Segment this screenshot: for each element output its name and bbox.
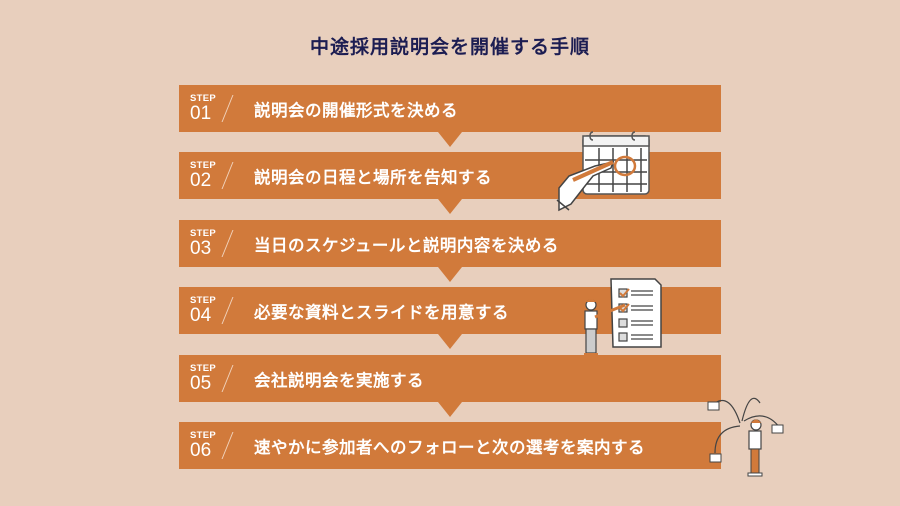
step-text: 説明会の日程と場所を告知する xyxy=(254,168,492,187)
step-label: STEP 02 xyxy=(190,160,217,191)
person-emails-icon xyxy=(707,397,784,477)
step-label: STEP 06 xyxy=(190,430,217,461)
step-label: STEP 01 xyxy=(190,93,217,124)
page-title: 中途採用説明会を開催する手順 xyxy=(309,36,590,58)
slash-divider xyxy=(221,230,234,257)
step-prefix: STEP xyxy=(190,228,217,239)
step-number: 01 xyxy=(190,103,212,124)
slash-divider xyxy=(221,297,234,324)
step-text: 会社説明会を実施する xyxy=(254,371,424,390)
step-prefix: STEP xyxy=(190,295,217,306)
step-number: 03 xyxy=(190,238,212,259)
down-arrow-icon xyxy=(438,199,462,214)
step-03: STEP 03 当日のスケジュールと説明内容を決める xyxy=(179,220,721,282)
slash-divider xyxy=(221,365,234,392)
step-text: 当日のスケジュールと説明内容を決める xyxy=(254,236,559,255)
step-number: 04 xyxy=(190,305,212,326)
down-arrow-icon xyxy=(438,334,462,349)
step-text: 必要な資料とスライドを用意する xyxy=(254,303,509,322)
step-label: STEP 03 xyxy=(190,228,217,259)
step-label: STEP 05 xyxy=(190,363,217,394)
step-text: 速やかに参加者へのフォローと次の選考を案内する xyxy=(254,438,645,457)
step-prefix: STEP xyxy=(190,160,217,171)
step-06: STEP 06 速やかに参加者へのフォローと次の選考を案内する xyxy=(179,422,721,469)
step-prefix: STEP xyxy=(190,430,217,441)
step-prefix: STEP xyxy=(190,363,217,374)
checklist-person-icon xyxy=(584,278,662,356)
down-arrow-icon xyxy=(438,267,462,282)
slash-divider xyxy=(221,162,234,189)
step-text: 説明会の開催形式を決める xyxy=(254,101,458,120)
step-label: STEP 04 xyxy=(190,295,217,326)
step-05: STEP 05 会社説明会を実施する xyxy=(179,355,721,417)
step-number: 02 xyxy=(190,170,212,191)
slash-divider xyxy=(221,95,234,122)
down-arrow-icon xyxy=(438,402,462,417)
step-number: 05 xyxy=(190,373,212,394)
down-arrow-icon xyxy=(438,132,462,147)
step-number: 06 xyxy=(190,440,212,461)
step-prefix: STEP xyxy=(190,93,217,104)
calendar-pen-icon xyxy=(556,131,650,212)
slash-divider xyxy=(221,432,234,459)
step-01: STEP 01 説明会の開催形式を決める xyxy=(179,85,721,147)
